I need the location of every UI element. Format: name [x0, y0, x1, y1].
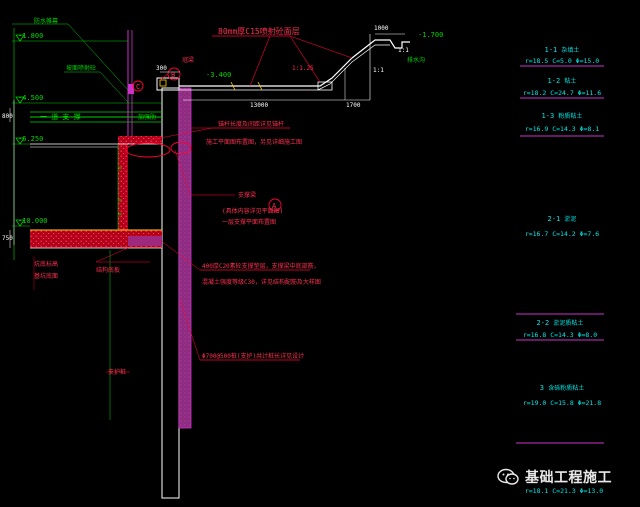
mark-c: C: [136, 83, 140, 91]
ground-surface: [179, 39, 410, 87]
label-slope: 坡面喷射砼: [66, 64, 96, 72]
label-waterproof: 防水帷幕: [34, 17, 58, 25]
label-grid: 400厚C20素砼支撑垫层，支撑梁中底部筋，: [202, 262, 320, 270]
soil-2-1-title: 2-1 淤泥: [548, 215, 577, 223]
mark-a: A: [272, 202, 277, 210]
dim-h1: 1700: [346, 102, 361, 109]
label-ratio-right: 1:1: [373, 67, 384, 74]
label-base: 结构底板: [96, 266, 120, 274]
soil-3-params: r=19.0 C=15.8 Φ=21.8: [523, 399, 601, 407]
retaining-wall: [118, 136, 128, 236]
dim-width: 13000: [250, 102, 268, 109]
soil-4-params: r=18.1 C=21.3 Φ=13.0: [525, 487, 603, 495]
soil-2-1-params: r=16.7 C=14.2 Φ=7.6: [525, 230, 599, 238]
label-strut1: 一 道 支 撑: [40, 112, 81, 121]
soil-1-2-params: r=18.2 C=24.7 Φ=11.6: [523, 89, 601, 97]
soil-1-3-title: 1-3 粉质粘土: [542, 112, 583, 120]
soil-1-3-params: r=16.9 C=14.3 Φ=8.1: [525, 125, 599, 133]
label-concrete-top: 80mm厚C15喷射砼面层: [218, 26, 300, 36]
watermark: 基础工程施工: [497, 467, 612, 487]
label-bottom-left2: 基坑底面: [34, 272, 58, 280]
label-support-note: (具体内容详见平面图): [222, 207, 283, 215]
label-pile: Φ700@500桩(支护)共计桩长详见设计: [202, 352, 304, 360]
soil-1-2-title: 1-2 粘土: [548, 77, 577, 85]
label-bottom-left1: 坑底标高: [34, 260, 58, 268]
dim-left1: 800: [2, 113, 13, 120]
elev-top: -4.500: [18, 94, 43, 102]
soil-table: [516, 65, 604, 444]
label-support-note2: 一层支撑平面布置图: [222, 218, 276, 226]
dim-h2: 1000: [374, 25, 389, 32]
label-support: 支撑梁: [238, 191, 256, 199]
pile-outline: [161, 87, 180, 499]
elev-ground-left: -1.800: [18, 32, 43, 40]
soil-2-2-title: 2-2 淤泥质粘土: [537, 319, 584, 327]
label-slope-ratio: 1:1.25: [292, 65, 314, 72]
elev-natural-ground: -1.700: [418, 31, 443, 39]
label-grid2: 混凝土强度等级C30，详见结构配筋及大样图: [202, 278, 321, 286]
watermark-text: 基础工程施工: [525, 470, 612, 486]
curtain-wall: [178, 87, 192, 429]
dim-h3: 300: [156, 65, 167, 72]
upper-slab: [118, 136, 162, 144]
label-note1b: 施工平面图布置图，另见详细施工图: [206, 138, 302, 146]
elev-bottom: -10.000: [18, 217, 48, 225]
soil-1-1-params: r=18.5 C=5.0 Φ=15.0: [525, 57, 599, 65]
label-note1a: 锚杆长度及间距详见锚杆: [218, 120, 284, 128]
label-crown-beam: 冠梁: [182, 56, 194, 64]
wechat-icon: [497, 468, 519, 485]
label-drain: 排水沟: [407, 56, 425, 64]
mark-b: B: [171, 71, 175, 79]
elev-mid: -6.250: [18, 135, 43, 143]
soil-3-title: 3 含砾粉质粘土: [540, 384, 584, 392]
soil-2-2-params: r=16.8 C=14.3 Φ=8.0: [523, 331, 597, 339]
label-embed: 支护桩: [108, 368, 126, 376]
label-stiffener: 加强肋: [138, 113, 156, 121]
soil-1-1-title: 1-1 杂填土: [545, 46, 580, 54]
dim-left2: 750: [2, 235, 13, 242]
crown-beam: [156, 77, 180, 91]
elev-excavation: -3.400: [206, 71, 231, 79]
label-ratio-top: 1:1: [398, 47, 409, 54]
